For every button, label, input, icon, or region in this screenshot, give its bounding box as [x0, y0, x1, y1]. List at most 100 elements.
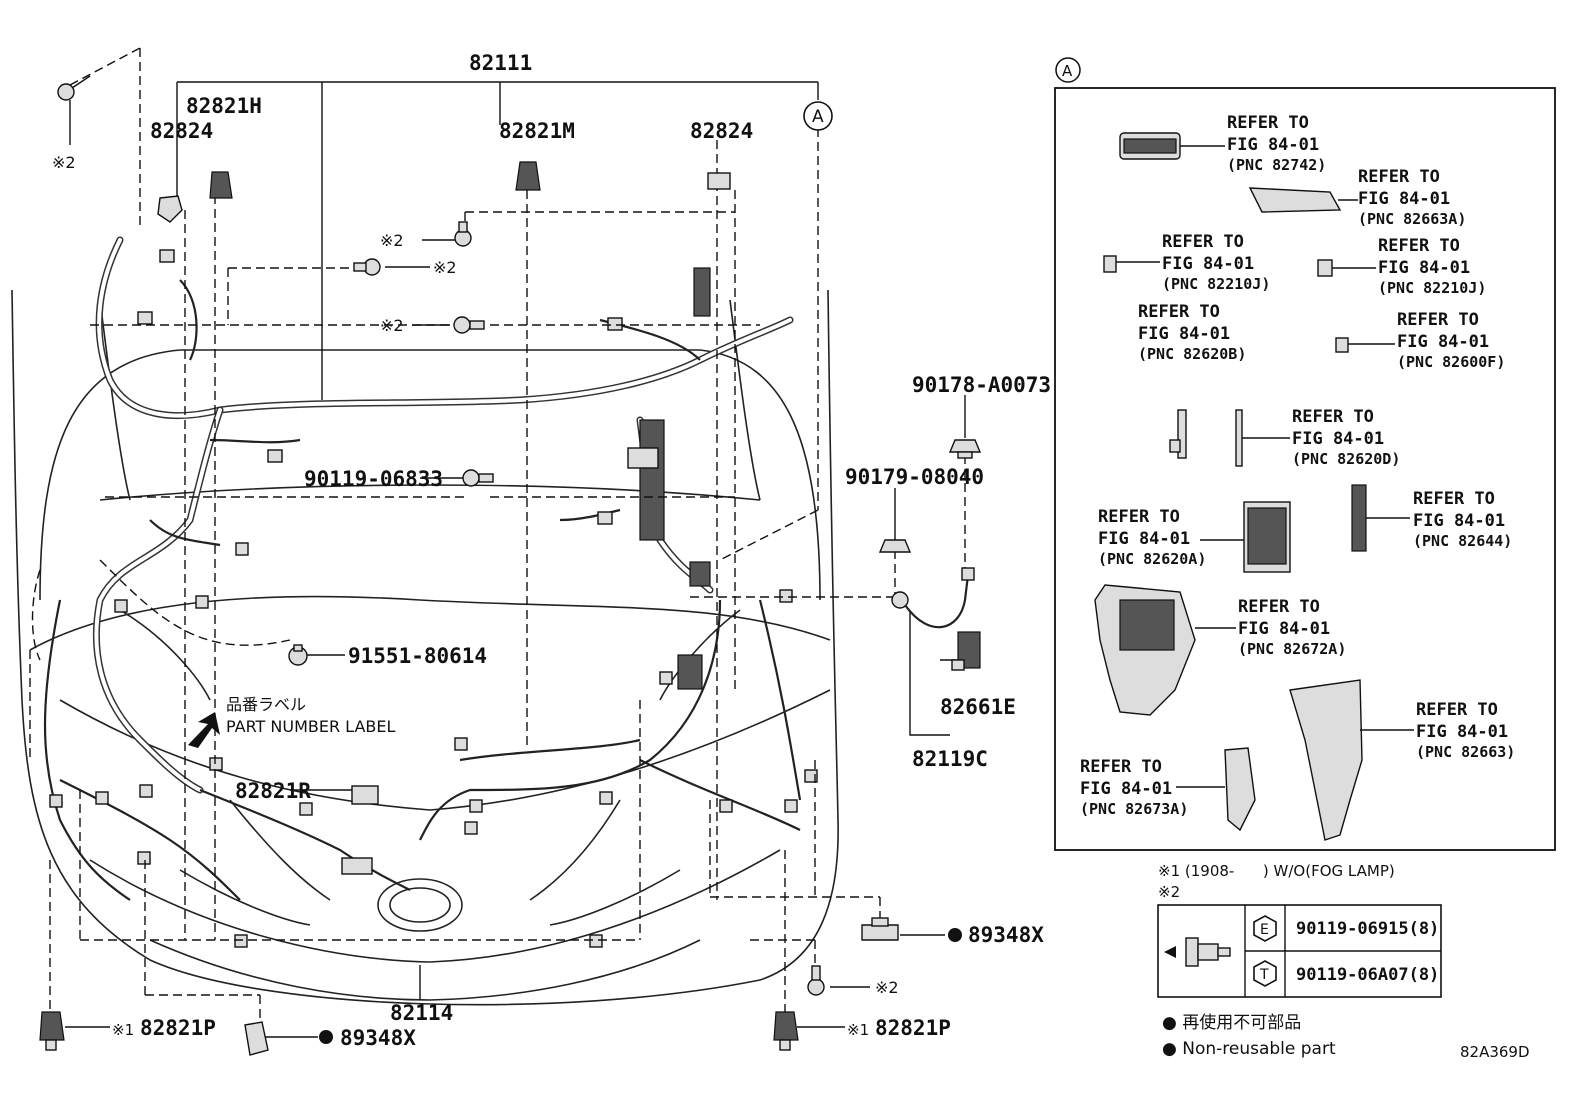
label-82111: 82111 [469, 51, 532, 75]
note2-marker: ※2 [433, 258, 457, 277]
label-82821r: 82821R [235, 779, 311, 803]
view-marker-icon [803, 101, 833, 131]
view-marker-a: A [812, 107, 824, 127]
fig-text: FIG 84-01 [1292, 429, 1384, 449]
bracket-right-icon [707, 172, 731, 190]
part-labels: 82111 82821H 82824 82821M 82824 A ※2 ※2 … [52, 51, 1051, 1050]
label-90119-06833: 90119-06833 [304, 467, 443, 491]
fig-text: FIG 84-01 [1162, 254, 1254, 274]
note2-marker: ※2 [380, 316, 404, 335]
pnc-82210j-b: (PNC 82210J) [1378, 279, 1486, 297]
label-82821h: 82821H [186, 94, 262, 118]
non-reusable-dot-icon [319, 1030, 333, 1044]
clip-icon [244, 1021, 269, 1056]
note2-marker: ※2 [52, 153, 76, 172]
hardware-parts [39, 75, 982, 1056]
bolt-icon [453, 316, 485, 334]
pnc-82672a: (PNC 82672A) [1238, 640, 1346, 658]
bolt-icon [353, 258, 381, 276]
note1-marker: ※1 [847, 1021, 869, 1039]
refer-to-text: REFER TO [1138, 302, 1220, 322]
label-91551-80614: 91551-80614 [348, 644, 487, 668]
car-body-outline [11, 289, 839, 1006]
harness-connectors [49, 249, 818, 948]
fig-text: FIG 84-01 [1378, 258, 1470, 278]
bolt-icon [462, 469, 494, 487]
notes-section: ※1 (1908- ) W/O(FOG LAMP) ※2 E T 90119-0… [1157, 862, 1530, 1061]
note-2: ※2 [1158, 883, 1180, 901]
label-89348x-right: 89348X [968, 923, 1044, 947]
label-82821p-right: 82821P [875, 1016, 951, 1040]
part-90119-06a07: 90119-06A07(8) [1296, 965, 1439, 985]
label-90179-08040: 90179-08040 [845, 465, 984, 489]
refer-to-text: REFER TO [1098, 507, 1180, 527]
non-reusable-dot-icon [948, 928, 962, 942]
refer-to-text: REFER TO [1238, 597, 1320, 617]
refer-to-text: REFER TO [1227, 113, 1309, 133]
wire-harness [43, 236, 802, 901]
nut-icon [948, 439, 982, 459]
note-1: ※1 (1908- ) W/O(FOG LAMP) [1158, 862, 1395, 880]
label-82824-left: 82824 [150, 119, 213, 143]
fig-text: FIG 84-01 [1397, 332, 1489, 352]
refer-to-text: REFER TO [1358, 167, 1440, 187]
label-82114: 82114 [390, 1001, 453, 1025]
pnc-82620d: (PNC 82620D) [1292, 450, 1400, 468]
pnc-82620a: (PNC 82620A) [1098, 550, 1206, 568]
fig-text: FIG 84-01 [1098, 529, 1190, 549]
pnc-82210j-a: (PNC 82210J) [1162, 275, 1270, 293]
detail-marker-a: A [1062, 62, 1073, 80]
fig-text: FIG 84-01 [1238, 619, 1330, 639]
bolt-icon [807, 965, 825, 996]
part-label-en: PART NUMBER LABEL [226, 717, 395, 736]
pnc-82600f: (PNC 82600F) [1397, 353, 1505, 371]
clamp-p-icon [773, 1011, 799, 1051]
clamp-r-icon [351, 785, 379, 805]
label-90178-a0073: 90178-A0073 [912, 373, 1051, 397]
legend-en: ● Non-reusable part [1162, 1039, 1336, 1059]
part-90119-06915: 90119-06915(8) [1296, 919, 1439, 939]
symbol-t: T [1259, 967, 1269, 983]
clamp-h-icon [209, 171, 233, 199]
fig-text: FIG 84-01 [1227, 135, 1319, 155]
refer-to-text: REFER TO [1413, 489, 1495, 509]
arrow-icon [188, 712, 220, 748]
refer-to-text: REFER TO [1397, 310, 1479, 330]
bracket-icon [157, 195, 183, 223]
ground-wire-icon [891, 567, 981, 671]
bolt-icon [57, 75, 91, 101]
bolt-icon [288, 644, 308, 666]
part-label-jp: 品番ラベル [226, 695, 306, 714]
nut-icon [878, 539, 912, 553]
refer-to-text: REFER TO [1292, 407, 1374, 427]
label-82661e: 82661E [940, 695, 1016, 719]
label-82821m: 82821M [499, 119, 575, 143]
clamp-p-icon [39, 1011, 65, 1051]
leader-lines [29, 47, 966, 1038]
label-82119c: 82119C [912, 747, 988, 771]
legend-jp: ● 再使用不可部品 [1162, 1012, 1301, 1033]
pnc-82663a: (PNC 82663A) [1358, 210, 1466, 228]
note2-marker: ※2 [875, 978, 899, 997]
fig-text: FIG 84-01 [1138, 324, 1230, 344]
pnc-82644: (PNC 82644) [1413, 532, 1512, 550]
symbol-e: E [1260, 922, 1269, 938]
refer-to-text: REFER TO [1080, 757, 1162, 777]
note2-marker: ※2 [380, 231, 404, 250]
pnc-82673a: (PNC 82673A) [1080, 800, 1188, 818]
label-82821p-left: 82821P [140, 1016, 216, 1040]
fig-text: FIG 84-01 [1413, 511, 1505, 531]
bolt-icon [1164, 937, 1231, 967]
detail-box-a: A REFER TO FIG 84-01 (PNC [1054, 57, 1556, 851]
refer-to-text: REFER TO [1162, 232, 1244, 252]
label-89348x-bottom: 89348X [340, 1026, 416, 1050]
fig-text: FIG 84-01 [1080, 779, 1172, 799]
figure-code: 82A369D [1460, 1043, 1530, 1061]
clamp-m-icon [515, 161, 541, 191]
pnc-82663: (PNC 82663) [1416, 743, 1515, 761]
pnc-82742: (PNC 82742) [1227, 156, 1326, 174]
pnc-82620b: (PNC 82620B) [1138, 345, 1246, 363]
note1-marker: ※1 [112, 1021, 134, 1039]
refer-to-text: REFER TO [1416, 700, 1498, 720]
